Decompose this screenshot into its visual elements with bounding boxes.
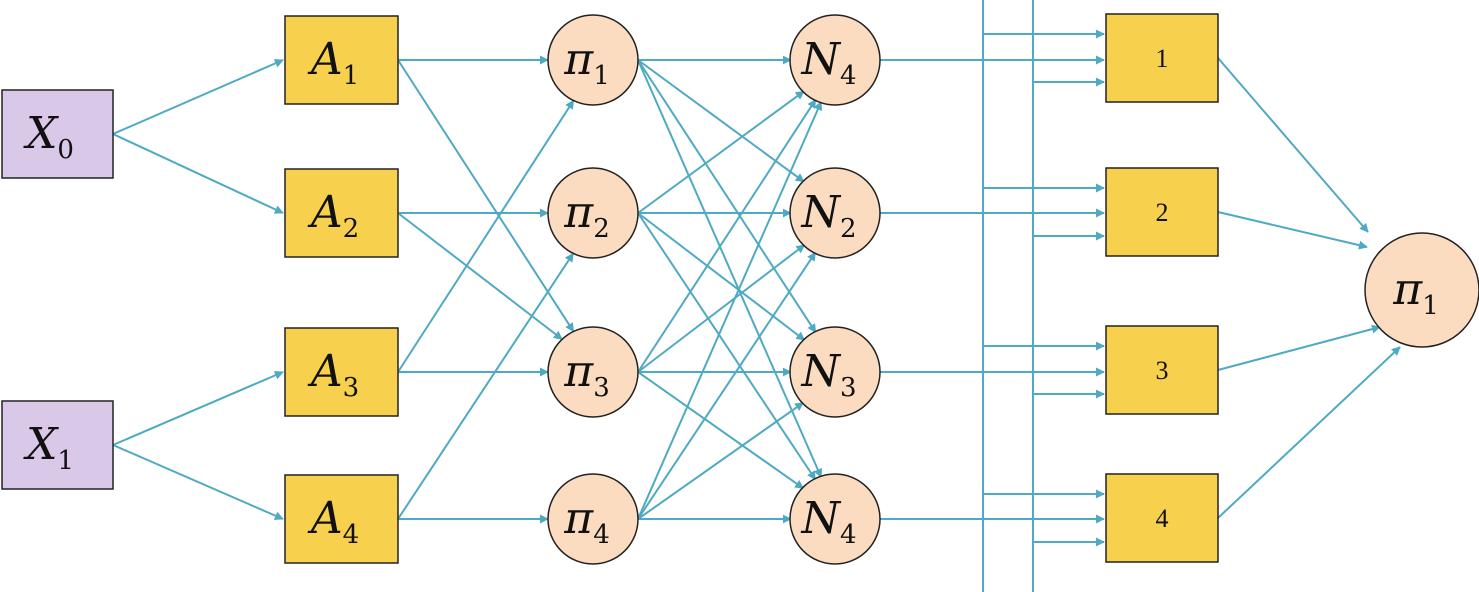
n-label-3: N3 xyxy=(800,346,856,403)
a-node-3 xyxy=(284,327,399,417)
pi-label-1: π1 xyxy=(563,34,609,91)
a-label-2: A2 xyxy=(307,187,359,244)
edge-pi2-n1 xyxy=(637,90,805,214)
edge-pi1-n4 xyxy=(637,59,823,478)
edge-pi1-n3 xyxy=(637,59,817,334)
edge-rule1-output xyxy=(1217,57,1369,233)
n-node-1 xyxy=(789,14,881,106)
edge-a2-pi3 xyxy=(397,212,563,341)
edge-pi3-n4 xyxy=(637,371,805,490)
pi-label-2: π2 xyxy=(563,187,609,244)
edge-x1-a3 xyxy=(112,371,284,446)
n-node-2 xyxy=(789,167,881,259)
edge-pi1-n2 xyxy=(637,59,805,183)
output-label: π1 xyxy=(1392,264,1438,321)
edge-rule4-output xyxy=(1217,346,1401,519)
pi-node-4 xyxy=(547,473,639,565)
rule-label-1: 1 xyxy=(1156,44,1169,73)
edge-pi2-n4 xyxy=(637,212,817,481)
a-label-1: A1 xyxy=(307,34,359,91)
rule-node-2 xyxy=(1105,167,1219,257)
edge-a1-pi3 xyxy=(397,59,575,333)
rule-node-4 xyxy=(1105,473,1219,563)
edge-pi4-n1 xyxy=(637,101,823,520)
pi-node-3 xyxy=(547,326,639,418)
pi-node-1 xyxy=(547,14,639,106)
pi-label-4: π4 xyxy=(563,493,609,550)
edge-pi4-n2 xyxy=(637,251,817,520)
n-label-2: N2 xyxy=(800,187,856,244)
edge-x0-a2 xyxy=(112,133,284,214)
edge-x0-a1 xyxy=(112,59,284,135)
edge-a3-pi1 xyxy=(397,99,575,373)
input-node-x1 xyxy=(1,400,114,490)
pi-node-2 xyxy=(547,167,639,259)
a-node-4 xyxy=(284,474,399,564)
connection-edges xyxy=(112,0,1401,592)
input-node-x0 xyxy=(1,89,114,179)
edge-rule3-output xyxy=(1217,324,1381,371)
a-label-3: A3 xyxy=(307,346,359,403)
rule-node-3 xyxy=(1105,325,1219,415)
rule-node-1 xyxy=(1105,13,1219,103)
n-label-1: N4 xyxy=(800,34,856,91)
a-label-4: A4 xyxy=(307,493,359,550)
edge-pi3-n1 xyxy=(637,98,817,373)
edge-x1-a4 xyxy=(112,444,284,520)
edge-pi4-n3 xyxy=(637,401,805,520)
n-node-3 xyxy=(789,326,881,418)
edge-a4-pi2 xyxy=(397,252,575,520)
pi-label-3: π3 xyxy=(563,346,609,403)
n-label-4: N4 xyxy=(800,493,856,550)
edge-pi3-n2 xyxy=(637,244,806,373)
n-node-4 xyxy=(789,473,881,565)
edge-pi2-n3 xyxy=(637,212,806,341)
input-label-x0: X0 xyxy=(23,108,74,165)
rule-label-4: 4 xyxy=(1156,504,1169,533)
output-node xyxy=(1364,232,1479,348)
rule-label-3: 3 xyxy=(1156,356,1169,385)
a-node-1 xyxy=(284,15,399,105)
input-label-x1: X1 xyxy=(23,419,74,476)
a-node-2 xyxy=(284,168,399,258)
edge-rule2-output xyxy=(1217,211,1368,250)
rule-label-2: 2 xyxy=(1156,198,1169,227)
